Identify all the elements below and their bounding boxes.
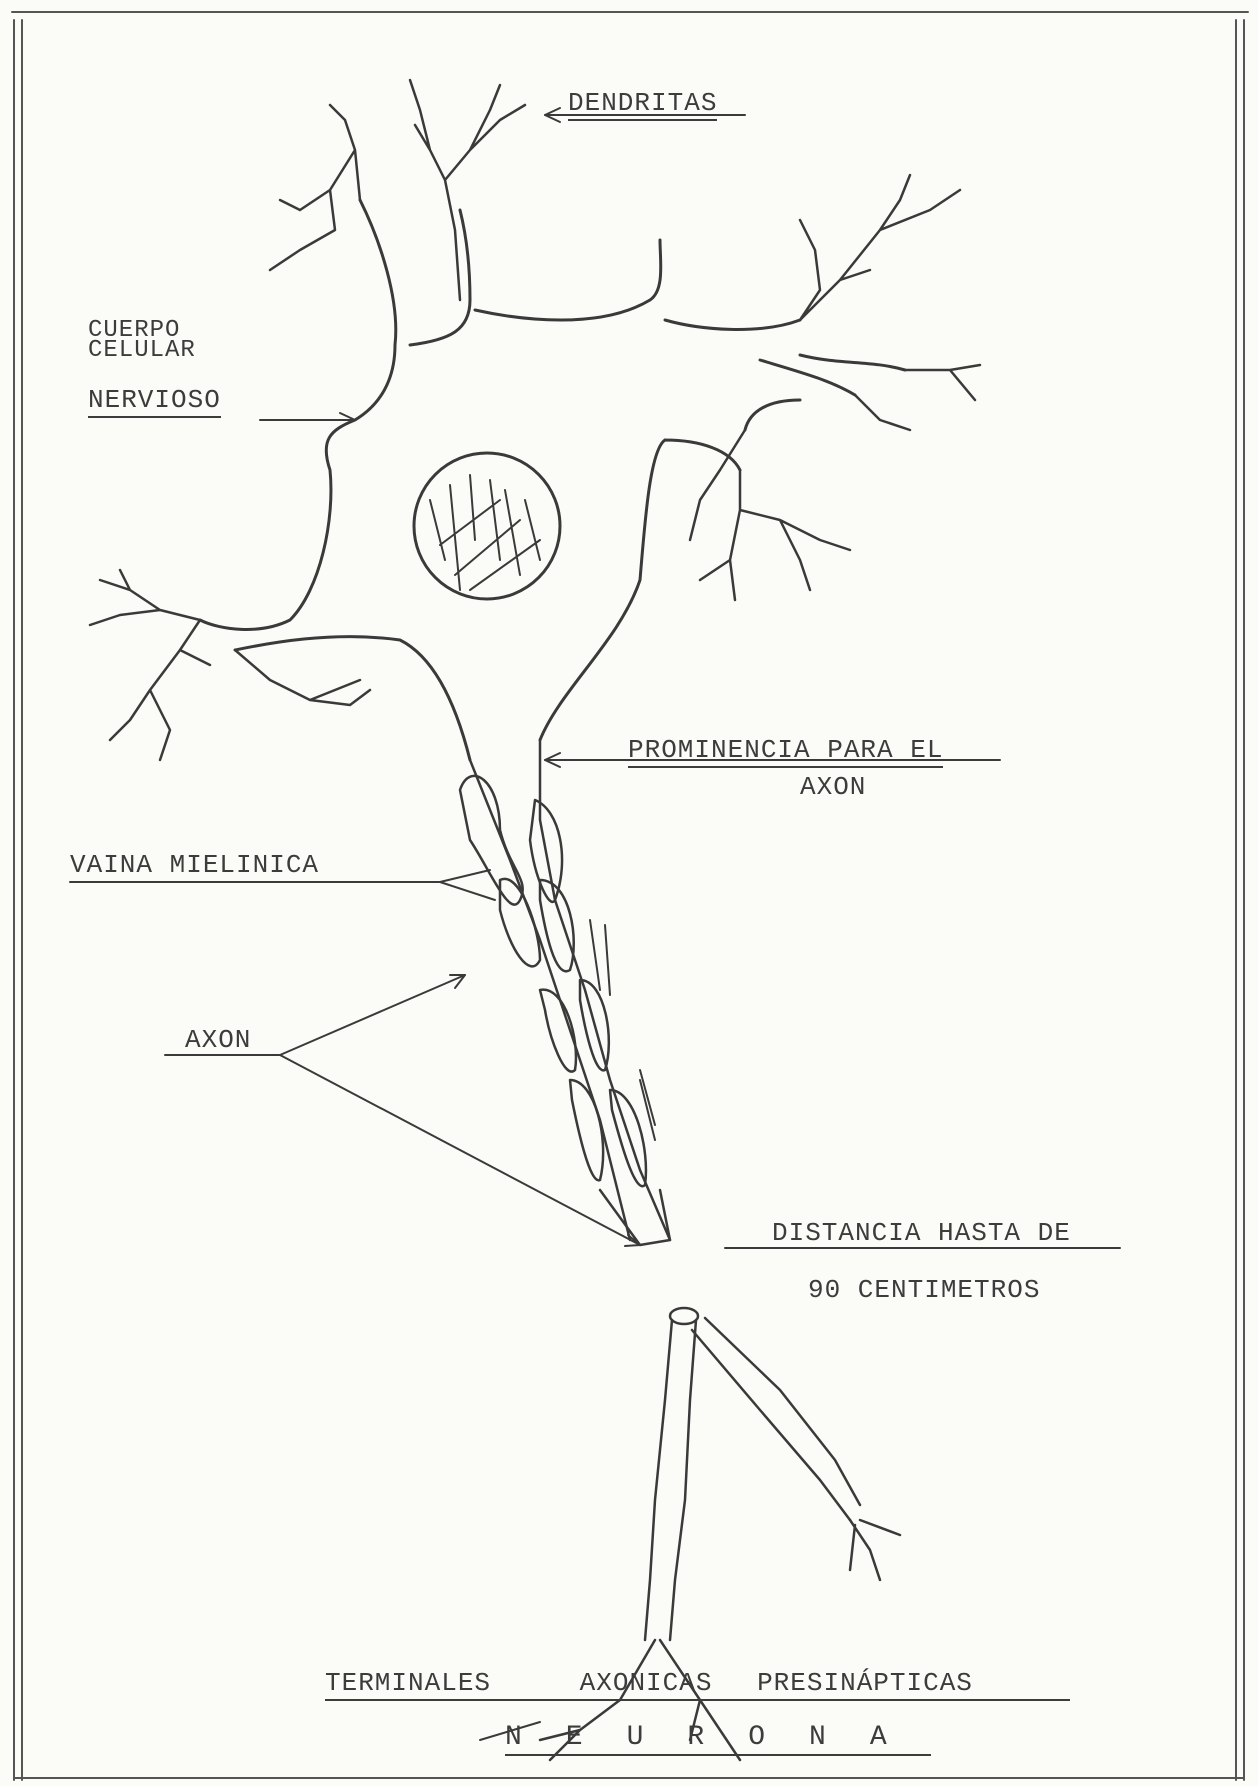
label-cuerpo-line3: NERVIOSO <box>88 385 221 418</box>
diagram-title: NEURONA <box>505 1722 931 1756</box>
label-prominencia-line2: AXON <box>800 772 866 802</box>
cell-body-outline <box>200 200 905 760</box>
label-distancia-line1: DISTANCIA HASTA DE <box>772 1218 1071 1248</box>
leader-lines <box>70 108 1120 1740</box>
label-terminales-word1: TERMINALES <box>325 1668 491 1698</box>
label-distancia-line2: 90 CENTIMETROS <box>808 1275 1040 1305</box>
label-cuerpo-line2: CELULAR <box>88 340 196 362</box>
label-terminales-word2: AXONICAS <box>580 1668 713 1698</box>
label-vaina-mielinica: VAINA MIELINICA <box>70 850 319 880</box>
label-prominencia-line1: PROMINENCIA PARA EL <box>628 735 943 768</box>
label-terminales-word3: PRESINÁPTICAS <box>757 1668 973 1698</box>
label-axon: AXON <box>185 1025 251 1055</box>
dendrites-top <box>270 80 980 430</box>
axon <box>460 740 670 1245</box>
nucleus-strokes <box>430 475 540 590</box>
label-terminales: TERMINALES AXONICAS PRESINÁPTICAS <box>325 1668 1070 1701</box>
page-frame <box>12 12 1248 1780</box>
label-dendritas: DENDRITAS <box>568 88 717 121</box>
